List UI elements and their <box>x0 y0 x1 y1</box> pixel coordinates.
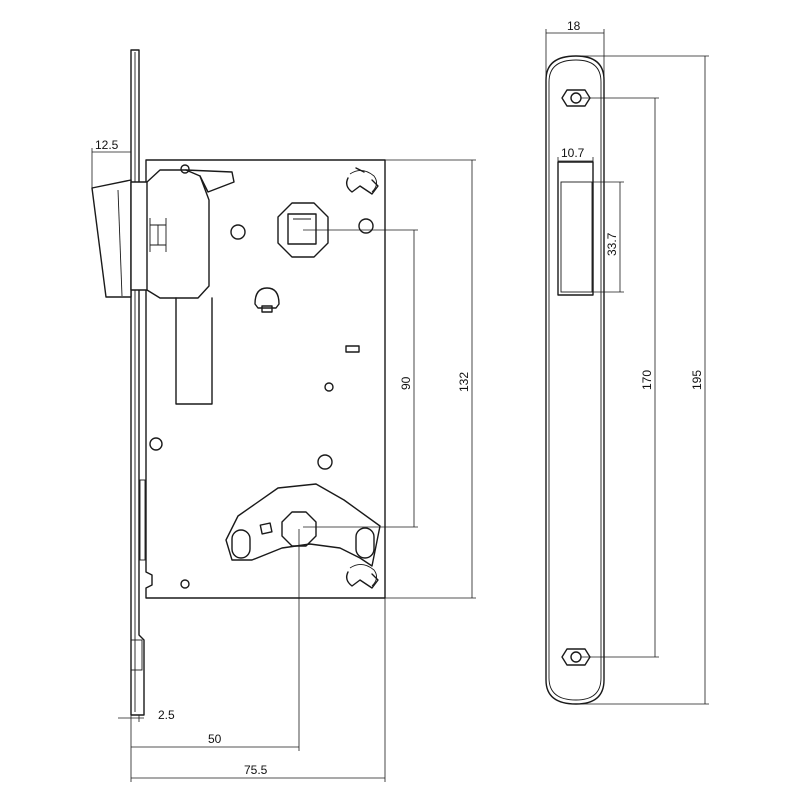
front-plate-slot <box>139 479 146 561</box>
cam-left-oblong <box>231 529 251 559</box>
faceplate-outline <box>545 55 605 705</box>
dim-2-5-label: 2.5 <box>158 708 175 722</box>
corner-clip-top-curl <box>349 170 377 193</box>
mount-hole-left-mid <box>149 437 163 451</box>
square-follower <box>277 202 329 258</box>
dim-33-7-label: 33.7 <box>605 232 619 256</box>
cam-small-square <box>259 522 273 535</box>
latch-window-inner <box>560 181 593 293</box>
mount-hole-small-top <box>180 164 190 174</box>
follower-outer-octagon <box>277 202 329 258</box>
privacy-cam-assembly <box>225 483 381 567</box>
latch-lever-arm <box>175 297 213 405</box>
cam-octagon <box>281 511 317 547</box>
small-slot <box>345 345 360 353</box>
latch-window <box>557 161 594 296</box>
cam-housing <box>225 483 381 567</box>
front-plate-lower-tab <box>130 639 143 671</box>
dim-18-label: 18 <box>567 19 581 33</box>
latch-bolt-bevel-line <box>117 189 123 297</box>
dim-50-label: 50 <box>208 732 222 746</box>
dim-132-label: 132 <box>457 372 471 392</box>
faceplate-inner-outline <box>548 59 602 701</box>
follower-square-hole <box>287 213 317 245</box>
latch-bolt <box>91 179 132 298</box>
lock-side-view <box>91 49 386 716</box>
keyhole-stem <box>261 305 273 313</box>
bottom-screw-hole <box>570 651 582 663</box>
faceplate-front-view <box>545 55 605 705</box>
latch-bolt-neck <box>130 181 148 291</box>
keyhole-cutout <box>254 287 280 309</box>
mount-hole-bottom-left <box>180 579 190 589</box>
corner-clip-bottom-curl <box>349 564 377 587</box>
dim-170-label: 170 <box>640 370 654 390</box>
latch-mechanism-arm <box>146 169 210 299</box>
dim-90-label: 90 <box>399 376 413 390</box>
top-screw-hole <box>570 92 582 104</box>
bottom-screw-hex <box>561 648 591 666</box>
mount-hole-mid-small <box>324 382 334 392</box>
latch-h-link <box>149 218 167 252</box>
dim-12-5-label: 12.5 <box>95 138 119 152</box>
corner-clip-bottom <box>345 571 379 589</box>
dim-195-label: 195 <box>690 370 704 390</box>
mount-hole-mid-large <box>317 454 333 470</box>
dim-10-7-label: 10.7 <box>561 146 585 160</box>
front-plate-strip <box>130 49 145 716</box>
latch-top-hook <box>185 169 235 193</box>
lock-case-body <box>145 159 386 599</box>
top-screw-hex <box>561 89 591 107</box>
mount-hole-upper-right <box>358 218 374 234</box>
dim-75-5-label: 75.5 <box>244 763 268 777</box>
faceplate-dimensions: 18 10.7 33.7 170 195 <box>545 19 709 705</box>
cam-right-oblong <box>355 527 375 559</box>
mount-hole-upper-left <box>230 224 246 240</box>
side-view-dimensions: 12.5 2.5 50 75.5 90 132 <box>91 138 476 782</box>
